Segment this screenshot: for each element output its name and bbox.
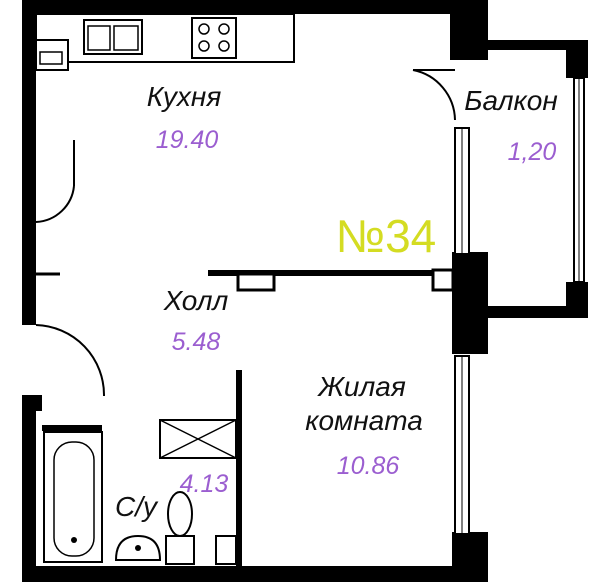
kitchen-cabinet bbox=[35, 39, 69, 71]
bathroom-area: 4.13 bbox=[180, 470, 229, 498]
bathroom-name: С/у bbox=[115, 491, 159, 522]
bathroom-fixtures bbox=[43, 419, 237, 565]
right-pier-middle bbox=[452, 252, 488, 354]
bathroom-right-wall bbox=[236, 370, 242, 566]
balcony-name: Балкон bbox=[464, 85, 557, 116]
kitchen-worktop bbox=[35, 13, 295, 63]
left-wall-upper bbox=[22, 0, 36, 325]
living-name-line2: комната bbox=[305, 405, 423, 436]
kitchen-area: 19.40 bbox=[156, 126, 219, 154]
balcony-top-wall bbox=[488, 40, 588, 50]
toilet-icon bbox=[165, 491, 195, 565]
bathtub-icon bbox=[43, 431, 103, 563]
balcony-corner-bottom bbox=[566, 282, 588, 318]
kitchen-counter bbox=[35, 13, 295, 71]
internal-walls bbox=[35, 140, 455, 566]
top-wall bbox=[22, 0, 462, 14]
kitchen-door-swing bbox=[35, 185, 75, 223]
balcony-area: 1,20 bbox=[508, 138, 557, 166]
kitchen-name: Кухня bbox=[147, 81, 222, 112]
bathroom-cabinet bbox=[215, 535, 237, 565]
living-area: 10.86 bbox=[337, 452, 400, 480]
bathroom-top-wall bbox=[42, 425, 102, 431]
apartment-number: №34 bbox=[336, 210, 437, 262]
living-name-line1: Жилая bbox=[316, 371, 406, 402]
left-wall-lower bbox=[22, 395, 36, 582]
balcony-bottom-wall bbox=[488, 306, 588, 318]
stove-icon bbox=[191, 17, 237, 59]
partition-niche bbox=[236, 272, 276, 292]
outer-walls bbox=[22, 0, 488, 582]
right-pier-top bbox=[450, 0, 488, 60]
hall-name: Холл bbox=[163, 285, 229, 316]
entry-door-swing bbox=[35, 324, 106, 397]
right-pier-bottom bbox=[452, 532, 488, 582]
balcony bbox=[412, 40, 588, 318]
hall-living-wall bbox=[208, 270, 454, 276]
bottom-wall bbox=[22, 566, 478, 582]
balcony-corner-top bbox=[566, 40, 588, 78]
sink-icon bbox=[83, 19, 143, 55]
hall-area: 5.48 bbox=[172, 328, 221, 356]
washbasin-icon bbox=[114, 534, 162, 561]
ventilation-shaft bbox=[159, 419, 237, 459]
labels: Кухня 19.40 Балкон 1,20 №34 Холл 5.48 Жи… bbox=[115, 81, 558, 522]
balcony-door-swing bbox=[412, 69, 456, 121]
